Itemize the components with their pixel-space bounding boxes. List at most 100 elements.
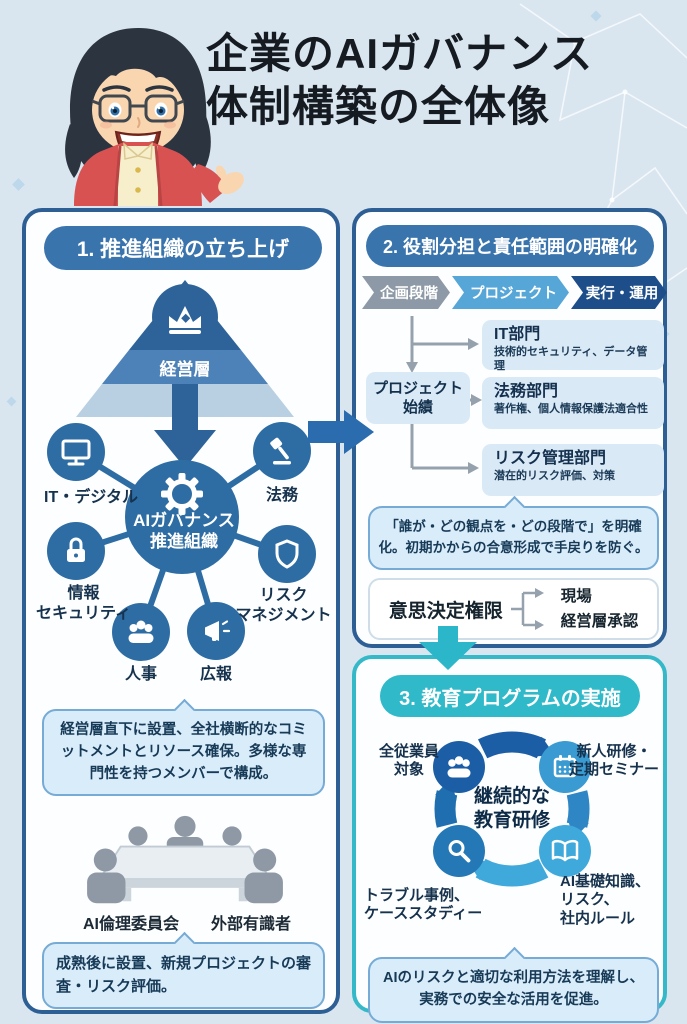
character-body — [74, 142, 226, 206]
cycle-label-employees: 全従業員 対象 — [378, 743, 439, 779]
committee-label-left: AI倫理委員会 — [82, 916, 179, 933]
gavel-icon — [270, 437, 291, 465]
page-title-line1: 企業のAIガバナンス — [206, 30, 594, 77]
cycle-node-cases — [433, 825, 485, 877]
panel-3-note-text: AIのリスクと適切な利用方法を理解し、実務での安全な活用を促進。 — [383, 970, 644, 1008]
pyramid-down-arrow — [154, 384, 216, 468]
character-raised-hand — [215, 165, 244, 195]
spoke-label-legal: 法務 — [265, 487, 298, 504]
panel-1-note-2-text: 成熟後に設置、新規プロジェクトの審査・リスク評価。 — [56, 955, 312, 995]
panel-2-header: 2. 役割分担と責任範囲の明確化 — [366, 225, 654, 267]
panel-2-note: 「誰が・どの観点を・どの段階で」を明確化。初期かからの合意形成で手戻りを防ぐ。 — [368, 506, 659, 570]
department-risk-desc: 潜在的リスク評価、対策 — [494, 470, 615, 483]
panel-2-role-division: 2. 役割分担と責任範囲の明確化 企画段階 プロジェクト 実行・運用 — [352, 208, 667, 648]
shield-icon — [275, 539, 299, 569]
stage-project: プロジェクト — [452, 276, 569, 309]
panel-2-header-label: 2. 役割分担と責任範囲の明確化 — [382, 237, 637, 257]
flow-connectors — [406, 316, 482, 474]
panel-1-header-label: 1. 推進組織の立ち上げ — [76, 238, 290, 261]
education-cycle: 継続的な 教育研修 全従業員 対象 新人研修・ 定期セミナー AI基礎知識、 リ… — [356, 723, 671, 955]
cycle-arc-left — [434, 778, 458, 828]
hub-spoke-diagram — [47, 422, 316, 661]
monitor-icon — [61, 439, 91, 466]
cycle-arc-bottom — [467, 858, 549, 887]
spoke-label-pr: 広報 — [199, 666, 232, 683]
cycle-ring — [433, 731, 591, 887]
book-icon — [551, 839, 579, 862]
spoke-label-risk: リスク マネジメント — [235, 587, 332, 624]
department-legal-desc: 著作権、個人情報保護法適合性 — [494, 403, 648, 416]
committee-label-right: 外部有識者 — [210, 916, 291, 933]
character-nose — [137, 117, 141, 128]
decision-branch-connector — [510, 588, 544, 630]
management-pyramid-diagram: 経営層 — [76, 280, 294, 468]
department-box-it: IT部門 技術的セキュリティ、データ管理 — [482, 320, 664, 372]
department-box-legal: 法務部門 著作権、個人情報保護法適合性 — [482, 377, 664, 429]
panel-1-note-1-text: 経営層直下に設置、全社横断的なコミットメントとリソース確保。多様な専門性を持つメ… — [60, 722, 307, 782]
character-blush — [100, 121, 112, 129]
department-legal-title: 法務部門 — [494, 383, 559, 400]
decision-option-keieiso: 経営層承認 — [560, 613, 639, 630]
people-icon — [447, 756, 471, 778]
panel-1-note-2: 成熟後に設置、新規プロジェクトの審査・リスク評価。 — [42, 942, 325, 1009]
stage-planning-label: 企画段階 — [380, 286, 438, 302]
ethics-committee-illustration — [87, 815, 283, 904]
cycle-arc-top — [477, 731, 555, 759]
gear-icon — [161, 473, 203, 515]
character-eyes — [108, 102, 168, 118]
arrow-panel2-to-panel3 — [419, 626, 477, 670]
panel-1-note-1: 経営層直下に設置、全社横断的なコミットメントとリソース確保。多様な専門性を持つメ… — [42, 709, 325, 797]
meeting-table — [97, 845, 273, 902]
panel-3-education-program: 3. 教育プログラムの実施 — [352, 655, 667, 1023]
pyramid-top-label: 経営層 — [160, 359, 211, 379]
pyramid-tier-middle — [102, 350, 268, 384]
stage-operation: 実行・運用 — [571, 276, 667, 309]
spoke-circle-hr — [112, 603, 170, 661]
people-icon — [128, 620, 154, 643]
spoke-circle-risk — [258, 525, 316, 583]
decision-options: 現場 経営層承認 — [560, 587, 639, 630]
crown-icon — [169, 306, 201, 334]
responsibility-flow: プロジェクト 始績 IT部門 技術的セキュリティ、データ管理 法務部門 著作権、… — [356, 316, 671, 501]
panel-1-header: 1. 推進組織の立ち上げ — [44, 226, 322, 270]
page-title-line2: 体制構築の全体像 — [206, 82, 551, 130]
page-title: 企業のAIガバナンス 体制構築の全体像 — [206, 28, 666, 134]
stage-flow: 企画段階 プロジェクト 実行・運用 — [362, 276, 667, 309]
cycle-label-knowledge: AI基礎知識、 リスク、 社内ルール — [560, 873, 651, 927]
committee-people-front — [87, 848, 283, 904]
presenter-character — [65, 28, 244, 206]
cycle-node-employees — [433, 741, 485, 793]
decision-authority-box: 意思決定権限 現場 経営層承認 — [368, 578, 659, 640]
megaphone-icon — [205, 620, 231, 641]
spoke-label-security: 情報 セキュリティ — [35, 585, 132, 622]
character-eyebrows — [102, 85, 174, 92]
stage-operation-label: 実行・運用 — [585, 286, 659, 302]
department-it-title: IT部門 — [494, 326, 541, 343]
panel-2-note-text: 「誰が・どの観点を・どの段階で」を明確化。初期かからの合意形成で手戻りを防ぐ。 — [378, 519, 649, 555]
spoke-label-hr: 人事 — [124, 666, 157, 683]
department-it-desc: 技術的セキュリティ、データ管理 — [494, 346, 648, 373]
cycle-arc-right — [566, 790, 590, 840]
project-start-box: プロジェクト 始績 — [366, 372, 470, 424]
hub-circle — [125, 460, 239, 574]
character-blush — [164, 121, 176, 129]
lock-icon — [67, 537, 85, 562]
stage-planning: 企画段階 — [362, 276, 450, 309]
cycle-label-training: 新人研修・ 定期セミナー — [568, 743, 659, 779]
spoke-circle-it — [47, 423, 105, 481]
arrow-panel1-to-panel2 — [308, 410, 374, 454]
department-box-risk: リスク管理部門 潜在的リスク評価、対策 — [482, 444, 664, 496]
panel-1-promotion-organization: 1. 推進組織の立ち上げ 経営層 — [22, 208, 340, 1014]
stage-project-label: プロジェクト — [470, 286, 557, 302]
magnifier-icon — [448, 840, 471, 863]
panel-3-header: 3. 教育プログラムの実施 — [380, 675, 640, 717]
panel-3-header-label: 3. 教育プログラムの実施 — [399, 687, 621, 710]
decision-option-genba: 現場 — [560, 587, 592, 605]
cycle-center-label: 継続的な 教育研修 — [473, 786, 550, 831]
character-glasses — [91, 94, 185, 123]
panel-3-note: AIのリスクと適切な利用方法を理解し、実務での安全な活用を促進。 — [368, 957, 659, 1023]
calendar-icon — [553, 755, 577, 778]
spoke-label-it: IT・デジタル — [44, 489, 138, 506]
cycle-label-cases: トラブル事例、 ケーススタディー — [364, 887, 483, 923]
